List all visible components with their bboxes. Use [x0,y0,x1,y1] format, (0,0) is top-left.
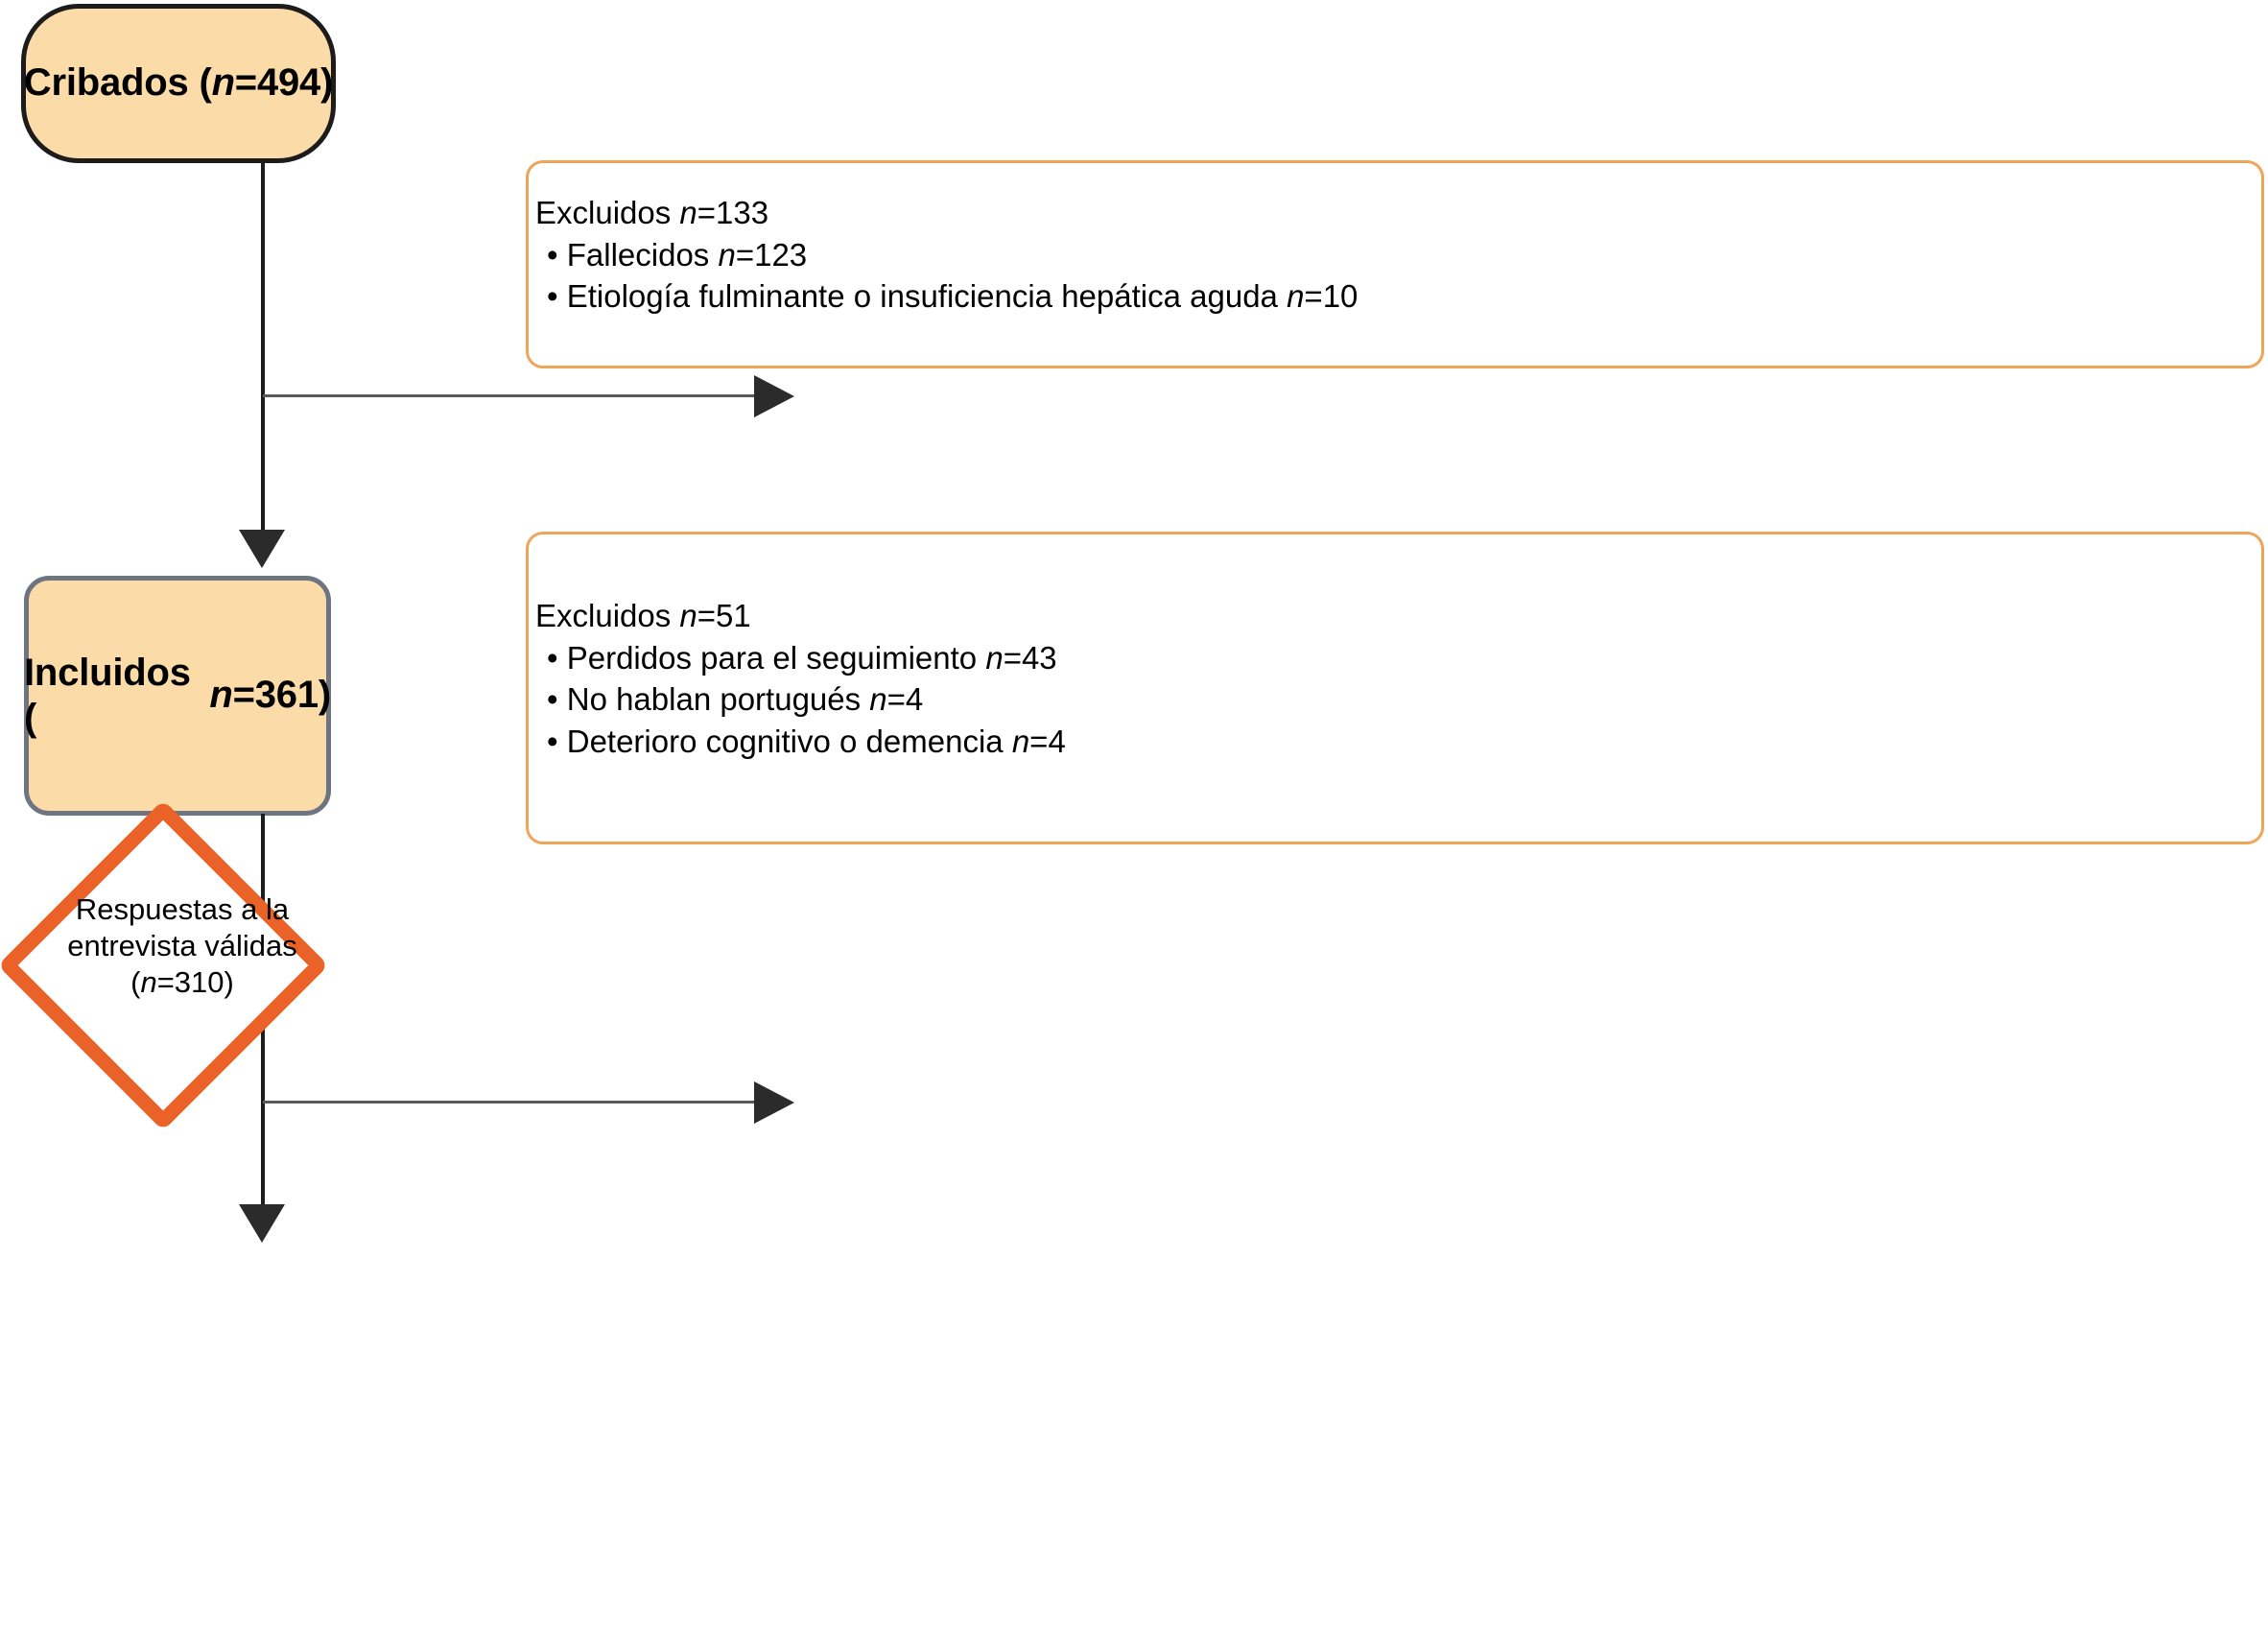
excluded-2-item-2-prefix: Deterioro cognitivo o demencia [557,723,1012,759]
arrowhead-right-excluded-2 [754,1081,794,1124]
node-outcome-n-symbol: n [140,964,157,999]
node-excluded-2-content: Excluidos n=51 • Perdidos para el seguim… [533,595,1066,762]
excluded-2-heading-suffix: =51 [697,598,751,633]
excluded-2-item-1-n-symbol: n [869,681,887,718]
node-outcome: Respuestas a la entrevista válidas (n=31… [0,799,365,1131]
node-outcome-line3: (n=310) [19,964,345,1001]
excluded-2-item-1-suffix: =4 [886,681,924,718]
connector-included-to-excluded-2 [263,1101,771,1104]
excluded-2-item-2-n-symbol: n [1011,723,1030,759]
arrowhead-down-outcome [239,1204,285,1243]
excluded-1-item-1: • Etiología fulminante o insuficiencia h… [533,275,1358,318]
node-screened-n-symbol: n [211,61,235,105]
excluded-1-heading: Excluidos n=133 [533,192,1358,234]
excluded-2-heading-prefix: Excluidos [535,598,680,633]
excluded-2-item-0-prefix: Perdidos para el seguimiento [557,639,986,676]
connector-screened-to-included [261,161,265,535]
excluded-2-item-1: • No hablan portugués n=4 [533,678,1066,721]
arrowhead-right-excluded-1 [754,375,794,417]
excluded-1-heading-n-symbol: n [679,195,697,230]
excluded-1-heading-suffix: =133 [697,195,769,230]
arrowhead-down-included [239,530,285,568]
node-excluded-1 [526,160,2264,368]
node-outcome-label: Respuestas a la entrevista válidas (n=31… [19,891,345,1000]
excluded-1-item-1-n-symbol: n [1287,278,1305,315]
excluded-1-item-0-bullet: • [547,236,558,273]
excluded-2-item-1-prefix: No hablan portugués [557,681,870,718]
node-screened-label: Cribados (n=494) [21,4,336,163]
node-included-n-symbol: n [209,674,233,717]
excluded-2-item-2-suffix: =4 [1029,723,1066,759]
node-outcome-line3-prefix: ( [130,964,141,999]
excluded-1-item-0-prefix: Fallecidos [557,236,719,273]
excluded-1-heading-prefix: Excluidos [535,195,680,230]
excluded-1-item-0-suffix: =123 [735,236,808,273]
node-screened [21,4,336,163]
excluded-2-item-0: • Perdidos para el seguimiento n=43 [533,637,1066,679]
excluded-1-item-1-prefix: Etiología fulminante o insuficiencia hep… [557,278,1288,315]
excluded-2-heading-n-symbol: n [679,598,697,633]
excluded-2-item-2-bullet: • [547,723,558,759]
excluded-2-item-2: • Deterioro cognitivo o demencia n=4 [533,721,1066,763]
excluded-2-item-0-bullet: • [547,639,558,676]
node-excluded-1-content: Excluidos n=133 • Fallecidos n=123 • Eti… [533,192,1358,318]
node-outcome-line3-suffix: =310) [156,964,234,999]
node-included-label: Incluidos ( n=361) [24,576,331,816]
excluded-2-item-0-n-symbol: n [985,639,1004,676]
node-excluded-2 [526,532,2264,844]
excluded-2-item-0-suffix: =43 [1003,639,1057,676]
excluded-2-heading: Excluidos n=51 [533,595,1066,637]
node-screened-label-suffix: =494) [234,61,334,105]
excluded-1-item-1-bullet: • [547,278,558,315]
connector-screened-to-excluded-1 [263,394,771,397]
excluded-2-item-1-bullet: • [547,681,558,718]
excluded-1-item-0-n-symbol: n [718,236,736,273]
node-screened-label-prefix: Cribados ( [23,61,212,105]
node-outcome-line1: Respuestas a la [75,892,290,926]
excluded-1-item-1-suffix: =10 [1304,278,1358,315]
node-outcome-line2: entrevista válidas [67,928,297,962]
node-included-label-suffix: =361) [232,674,332,717]
excluded-1-item-0: • Fallecidos n=123 [533,234,1358,276]
node-included-label-prefix: Incluidos ( [24,651,191,739]
